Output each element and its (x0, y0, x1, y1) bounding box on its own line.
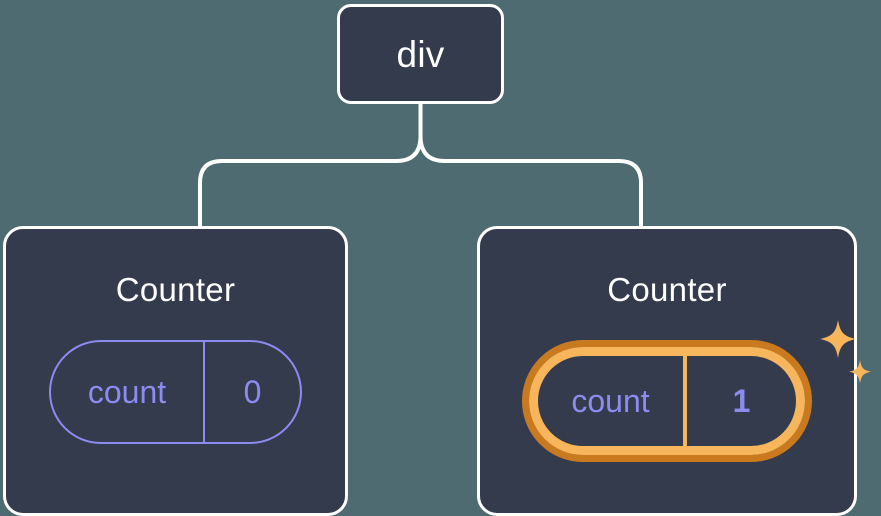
counter-title: Counter (115, 271, 236, 308)
state-pill-highlighted[interactable]: count 1 (522, 340, 812, 462)
state-pill[interactable]: count 0 (49, 340, 302, 444)
state-value: 1 (683, 356, 796, 446)
sparkle-small-icon (849, 360, 871, 384)
counter-title: Counter (607, 271, 727, 308)
state-key: count (87, 373, 167, 410)
sparkle-large-icon (820, 320, 856, 358)
node-counter-left[interactable]: Counter count 0 (3, 226, 348, 516)
root-node-label: div (396, 33, 445, 75)
state-value: 0 (203, 342, 300, 442)
state-pill-inner-ring: count 1 (529, 347, 805, 455)
diagram-canvas: div Counter count 0 Counter count 1 (3, 4, 871, 516)
state-pill-wrapper: count 0 (49, 340, 302, 444)
node-root-div[interactable]: div (337, 4, 504, 104)
state-key: count (571, 382, 650, 419)
state-pill-wrapper: count 1 (522, 320, 871, 462)
sparkle-icons (820, 320, 871, 384)
node-counter-right[interactable]: Counter count 1 (477, 226, 871, 516)
